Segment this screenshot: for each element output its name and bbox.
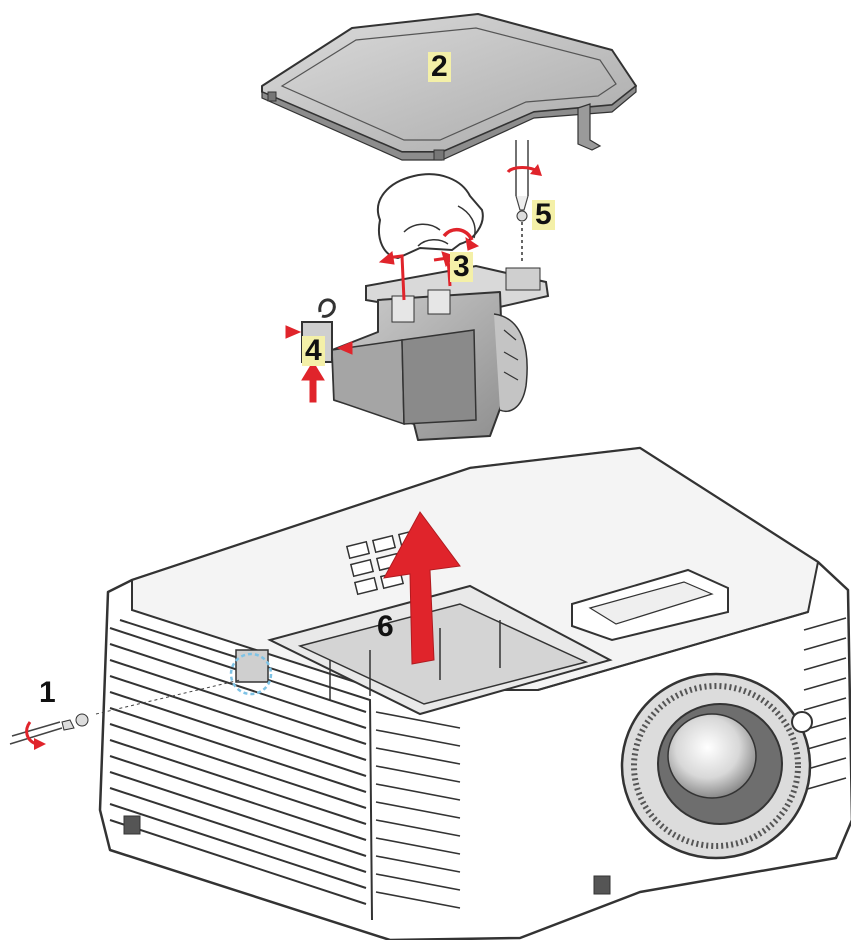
ir-sensor bbox=[792, 712, 812, 732]
step-5-label: 5 bbox=[532, 200, 555, 230]
step-1-label: 1 bbox=[36, 678, 59, 708]
lamp-cover bbox=[262, 14, 636, 160]
step-2-label: 2 bbox=[428, 52, 451, 82]
step-3-label: 3 bbox=[450, 252, 473, 282]
step-6-label: 6 bbox=[374, 612, 397, 642]
lamp-module bbox=[302, 266, 548, 440]
projector-lens bbox=[622, 674, 812, 858]
step-4-label: 4 bbox=[302, 336, 325, 366]
